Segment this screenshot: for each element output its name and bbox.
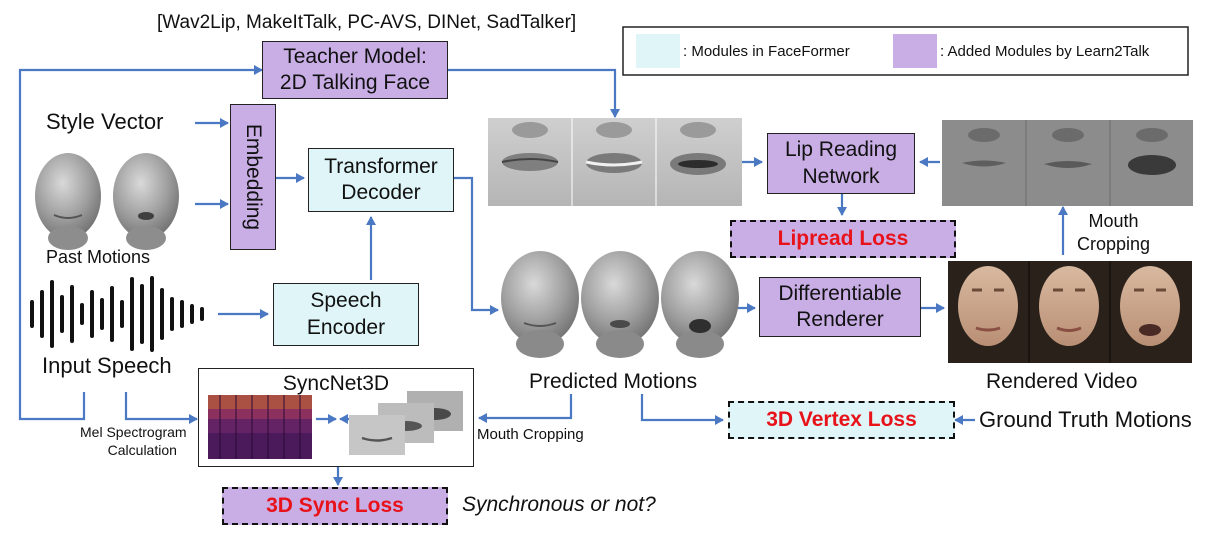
teacher-lip-images bbox=[488, 118, 742, 206]
legend-learn2talk-label: : Added Modules by Learn2Talk bbox=[890, 44, 1149, 59]
speech-encoder-box: Speech Encoder bbox=[273, 283, 419, 346]
sync-loss-box: 3D Sync Loss bbox=[222, 487, 448, 525]
legend-faceformer-label: : Modules in FaceFormer bbox=[633, 44, 850, 59]
mel-spectrogram bbox=[208, 395, 312, 459]
legend-learn2talk-text: : Added Modules by Learn2Talk bbox=[940, 43, 1150, 60]
syncnet3d-box: SyncNet3D bbox=[198, 368, 474, 467]
legend-swatch-faceformer bbox=[636, 34, 680, 68]
speech-encoder-line1: Speech bbox=[310, 289, 382, 313]
mouth-cropping-label-lower: Mouth Cropping bbox=[477, 426, 584, 443]
mel-line1: Mel Spectrogram bbox=[80, 424, 187, 440]
rendered-video-label: Rendered Video bbox=[986, 370, 1138, 393]
lipread-loss-label: Lipread Loss bbox=[777, 227, 909, 250]
input-speech-label: Input Speech bbox=[42, 353, 172, 378]
transformer-line2: Decoder bbox=[341, 181, 421, 204]
legend-faceformer-text: : Modules in FaceFormer bbox=[683, 43, 850, 60]
differentiable-renderer-box: Differentiable Renderer bbox=[759, 277, 921, 337]
lipread-loss-box: Lipread Loss bbox=[730, 220, 956, 258]
renderer-line2: Renderer bbox=[796, 308, 884, 331]
predicted-motions-label: Predicted Motions bbox=[529, 370, 698, 393]
vertex-loss-box: 3D Vertex Loss bbox=[728, 401, 955, 439]
speech-waveform bbox=[30, 276, 204, 352]
speech-encoder-line2: Encoder bbox=[306, 315, 386, 339]
mouth-cropping-right-line1: Mouth bbox=[1088, 211, 1139, 231]
lip-reading-line1: Lip Reading bbox=[784, 138, 898, 162]
teacher-model-box: Teacher Model: 2D Talking Face bbox=[262, 41, 448, 99]
syncnet3d-title: SyncNet3D bbox=[282, 372, 390, 395]
mouth-cropping-right-line2: Cropping bbox=[1077, 234, 1151, 255]
style-vector-label: Style Vector bbox=[46, 109, 164, 134]
rendered-lip-crops bbox=[942, 120, 1193, 206]
teacher-model-list: [Wav2Lip, MakeItTalk, PC-AVS, DINet, Sad… bbox=[157, 12, 577, 33]
sync-loss-label: 3D Sync Loss bbox=[266, 494, 404, 517]
teacher-box-line1: Teacher Model: bbox=[283, 44, 427, 68]
vertex-loss-label: 3D Vertex Loss bbox=[766, 408, 917, 431]
rendered-video-frames bbox=[948, 261, 1192, 363]
sync-question-text: Synchronous or not? bbox=[462, 493, 656, 516]
past-motion-heads bbox=[35, 153, 179, 250]
renderer-line1: Differentiable bbox=[778, 281, 902, 305]
embedding-box: Embedding bbox=[230, 104, 276, 250]
lip-reading-network-box: Lip Reading Network bbox=[767, 133, 915, 194]
teacher-box-line2: 2D Talking Face bbox=[279, 71, 431, 94]
ground-truth-motions-label: Ground Truth Motions bbox=[979, 407, 1192, 432]
embedding-label: Embedding bbox=[242, 123, 265, 231]
transformer-line1: Transformer bbox=[324, 154, 438, 178]
transformer-decoder-box: Transformer Decoder bbox=[308, 148, 454, 212]
mouth-cropping-label-right: Mouth Cropping bbox=[1077, 210, 1150, 257]
mel-spectrogram-label: Mel Spectrogram Calculation bbox=[80, 423, 187, 459]
legend-swatch-learn2talk bbox=[893, 34, 937, 68]
lip-reading-line2: Network bbox=[802, 164, 880, 188]
cropped-3d-mouths bbox=[349, 391, 463, 455]
mel-line2: Calculation bbox=[107, 442, 177, 459]
predicted-motion-heads bbox=[501, 251, 739, 358]
past-motions-label: Past Motions bbox=[46, 247, 151, 267]
